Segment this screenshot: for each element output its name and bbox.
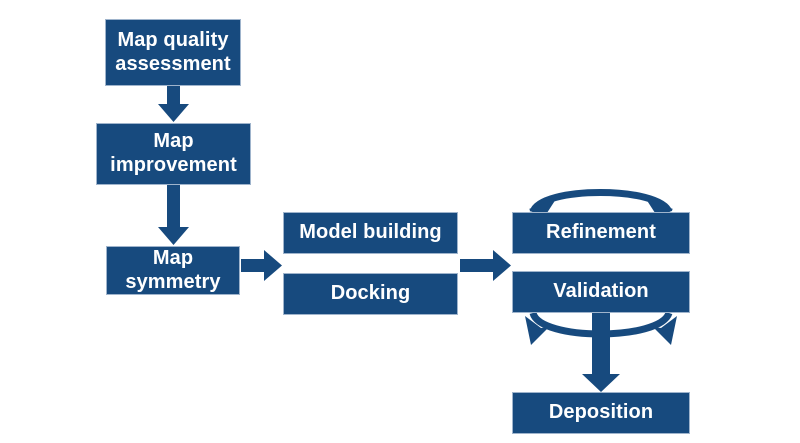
node-label: Docking <box>330 282 411 305</box>
node-label: Map symmetry <box>125 246 221 293</box>
arrow-quality-to-improvement <box>158 86 189 122</box>
node-map-improvement[interactable]: Map improvement <box>96 123 251 185</box>
node-refinement[interactable]: Refinement <box>512 212 690 254</box>
node-model-building[interactable]: Model building <box>283 212 458 254</box>
node-map-symmetry[interactable]: Map symmetry <box>106 246 240 295</box>
node-label: Map improvement <box>110 130 237 176</box>
node-validation[interactable]: Validation <box>512 271 690 313</box>
arrow-building-to-refinement <box>460 250 511 281</box>
node-map-quality-assessment[interactable]: Map quality assessment <box>105 19 241 86</box>
node-label: Refinement <box>546 221 656 244</box>
node-label: Map quality assessment <box>115 28 231 75</box>
cycle-arc-bottom <box>525 311 677 345</box>
node-label: Deposition <box>548 401 654 424</box>
node-deposition[interactable]: Deposition <box>512 392 690 434</box>
arrow-symmetry-to-building <box>241 250 282 281</box>
node-label: Validation <box>553 280 649 303</box>
arrow-validation-to-deposition <box>582 313 620 392</box>
arrow-improvement-to-symmetry <box>158 185 189 245</box>
node-docking[interactable]: Docking <box>283 273 458 315</box>
node-label: Model building <box>299 221 442 244</box>
